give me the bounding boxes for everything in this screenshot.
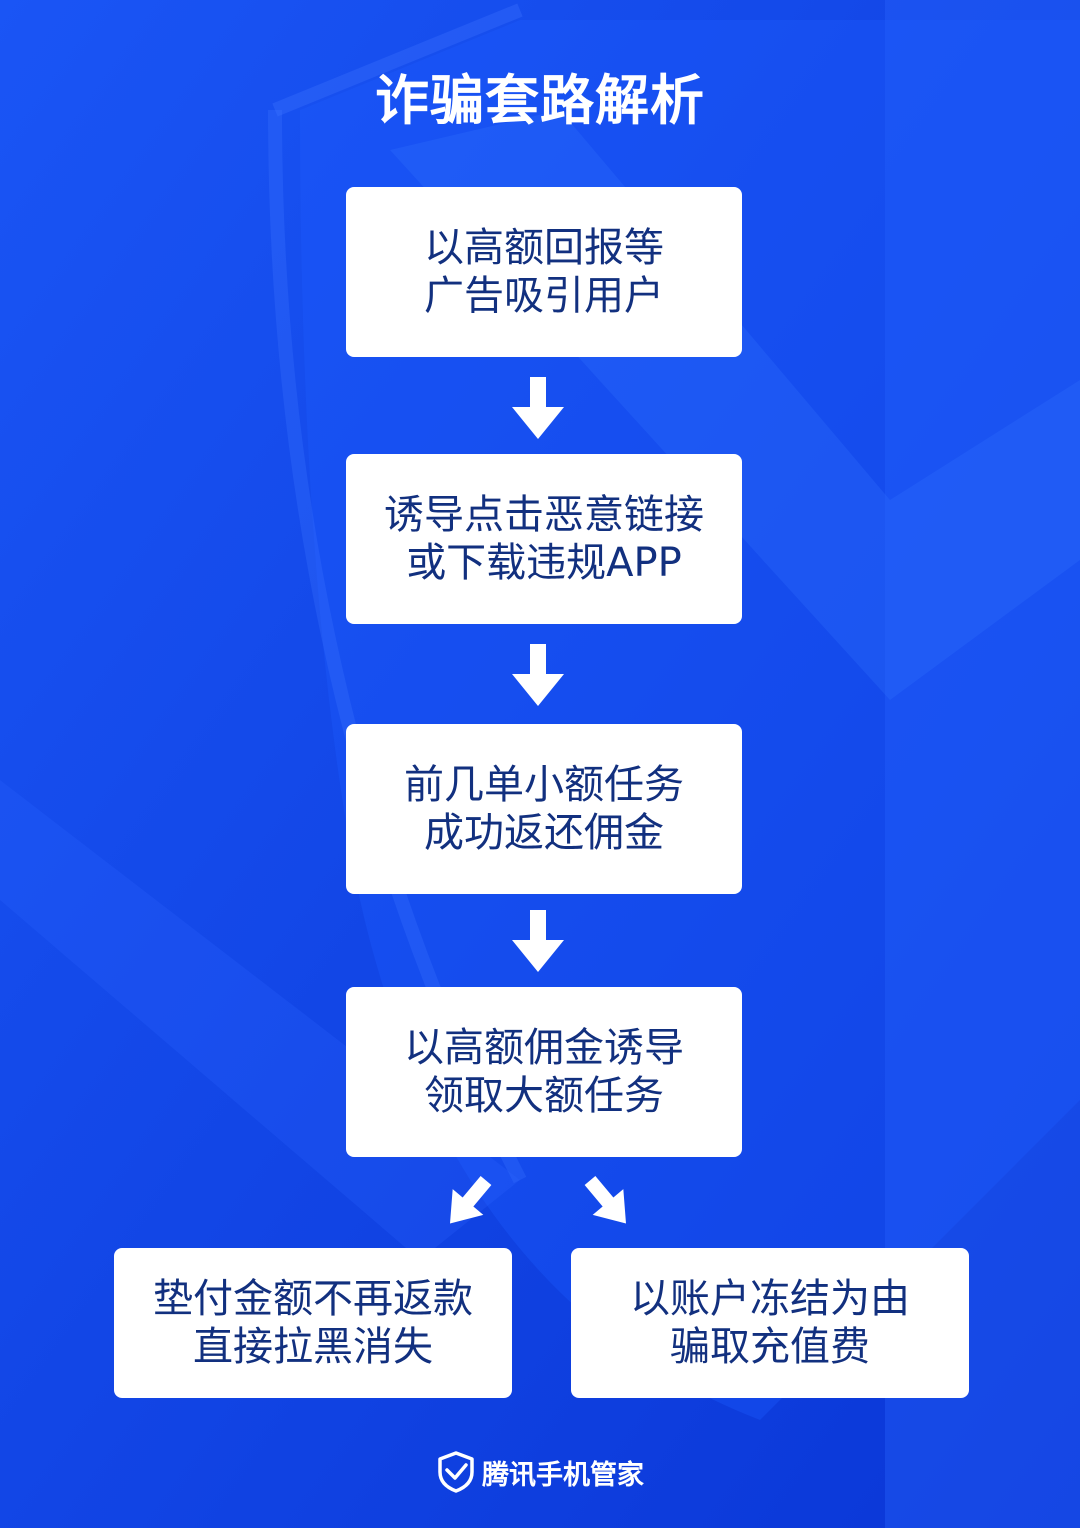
brand-name: 腾讯手机管家 <box>482 1459 644 1491</box>
step-2-line-1: 诱导点击恶意链接 <box>384 492 704 538</box>
step-box-2: 诱导点击恶意链接 或下载违规APP <box>346 454 742 624</box>
step-3-line-1: 前几单小额任务 <box>404 762 684 808</box>
page-title: 诈骗套路解析 <box>375 69 705 132</box>
outcome-box-left: 垫付金额不再返款 直接拉黑消失 <box>114 1248 512 1398</box>
step-4-line-2: 领取大额任务 <box>424 1073 664 1119</box>
arrow-down-icon <box>512 377 564 439</box>
footer-brand: 腾讯手机管家 <box>0 1448 1080 1496</box>
arrow-down-icon <box>512 644 564 706</box>
outcome-left-line-1: 垫付金额不再返款 <box>153 1276 473 1322</box>
step-2-line-2: 或下载违规APP <box>406 540 682 586</box>
arrow-down-right-icon <box>584 1176 626 1224</box>
outcome-right-line-1: 以账户冻结为由 <box>630 1276 910 1322</box>
step-box-1: 以高额回报等 广告吸引用户 <box>346 187 742 357</box>
step-1-line-1: 以高额回报等 <box>424 225 664 271</box>
shield-check-icon <box>438 1451 474 1493</box>
step-4-line-1: 以高额佣金诱导 <box>404 1025 684 1071</box>
outcome-right-line-2: 骗取充值费 <box>670 1324 870 1370</box>
step-box-4: 以高额佣金诱导 领取大额任务 <box>346 987 742 1157</box>
arrow-down-icon <box>512 910 564 972</box>
arrow-down-left-icon <box>450 1176 492 1224</box>
outcome-left-line-2: 直接拉黑消失 <box>193 1324 433 1370</box>
step-box-3: 前几单小额任务 成功返还佣金 <box>346 724 742 894</box>
step-1-line-2: 广告吸引用户 <box>424 273 664 319</box>
outcome-box-right: 以账户冻结为由 骗取充值费 <box>571 1248 969 1398</box>
step-3-line-2: 成功返还佣金 <box>424 810 664 856</box>
